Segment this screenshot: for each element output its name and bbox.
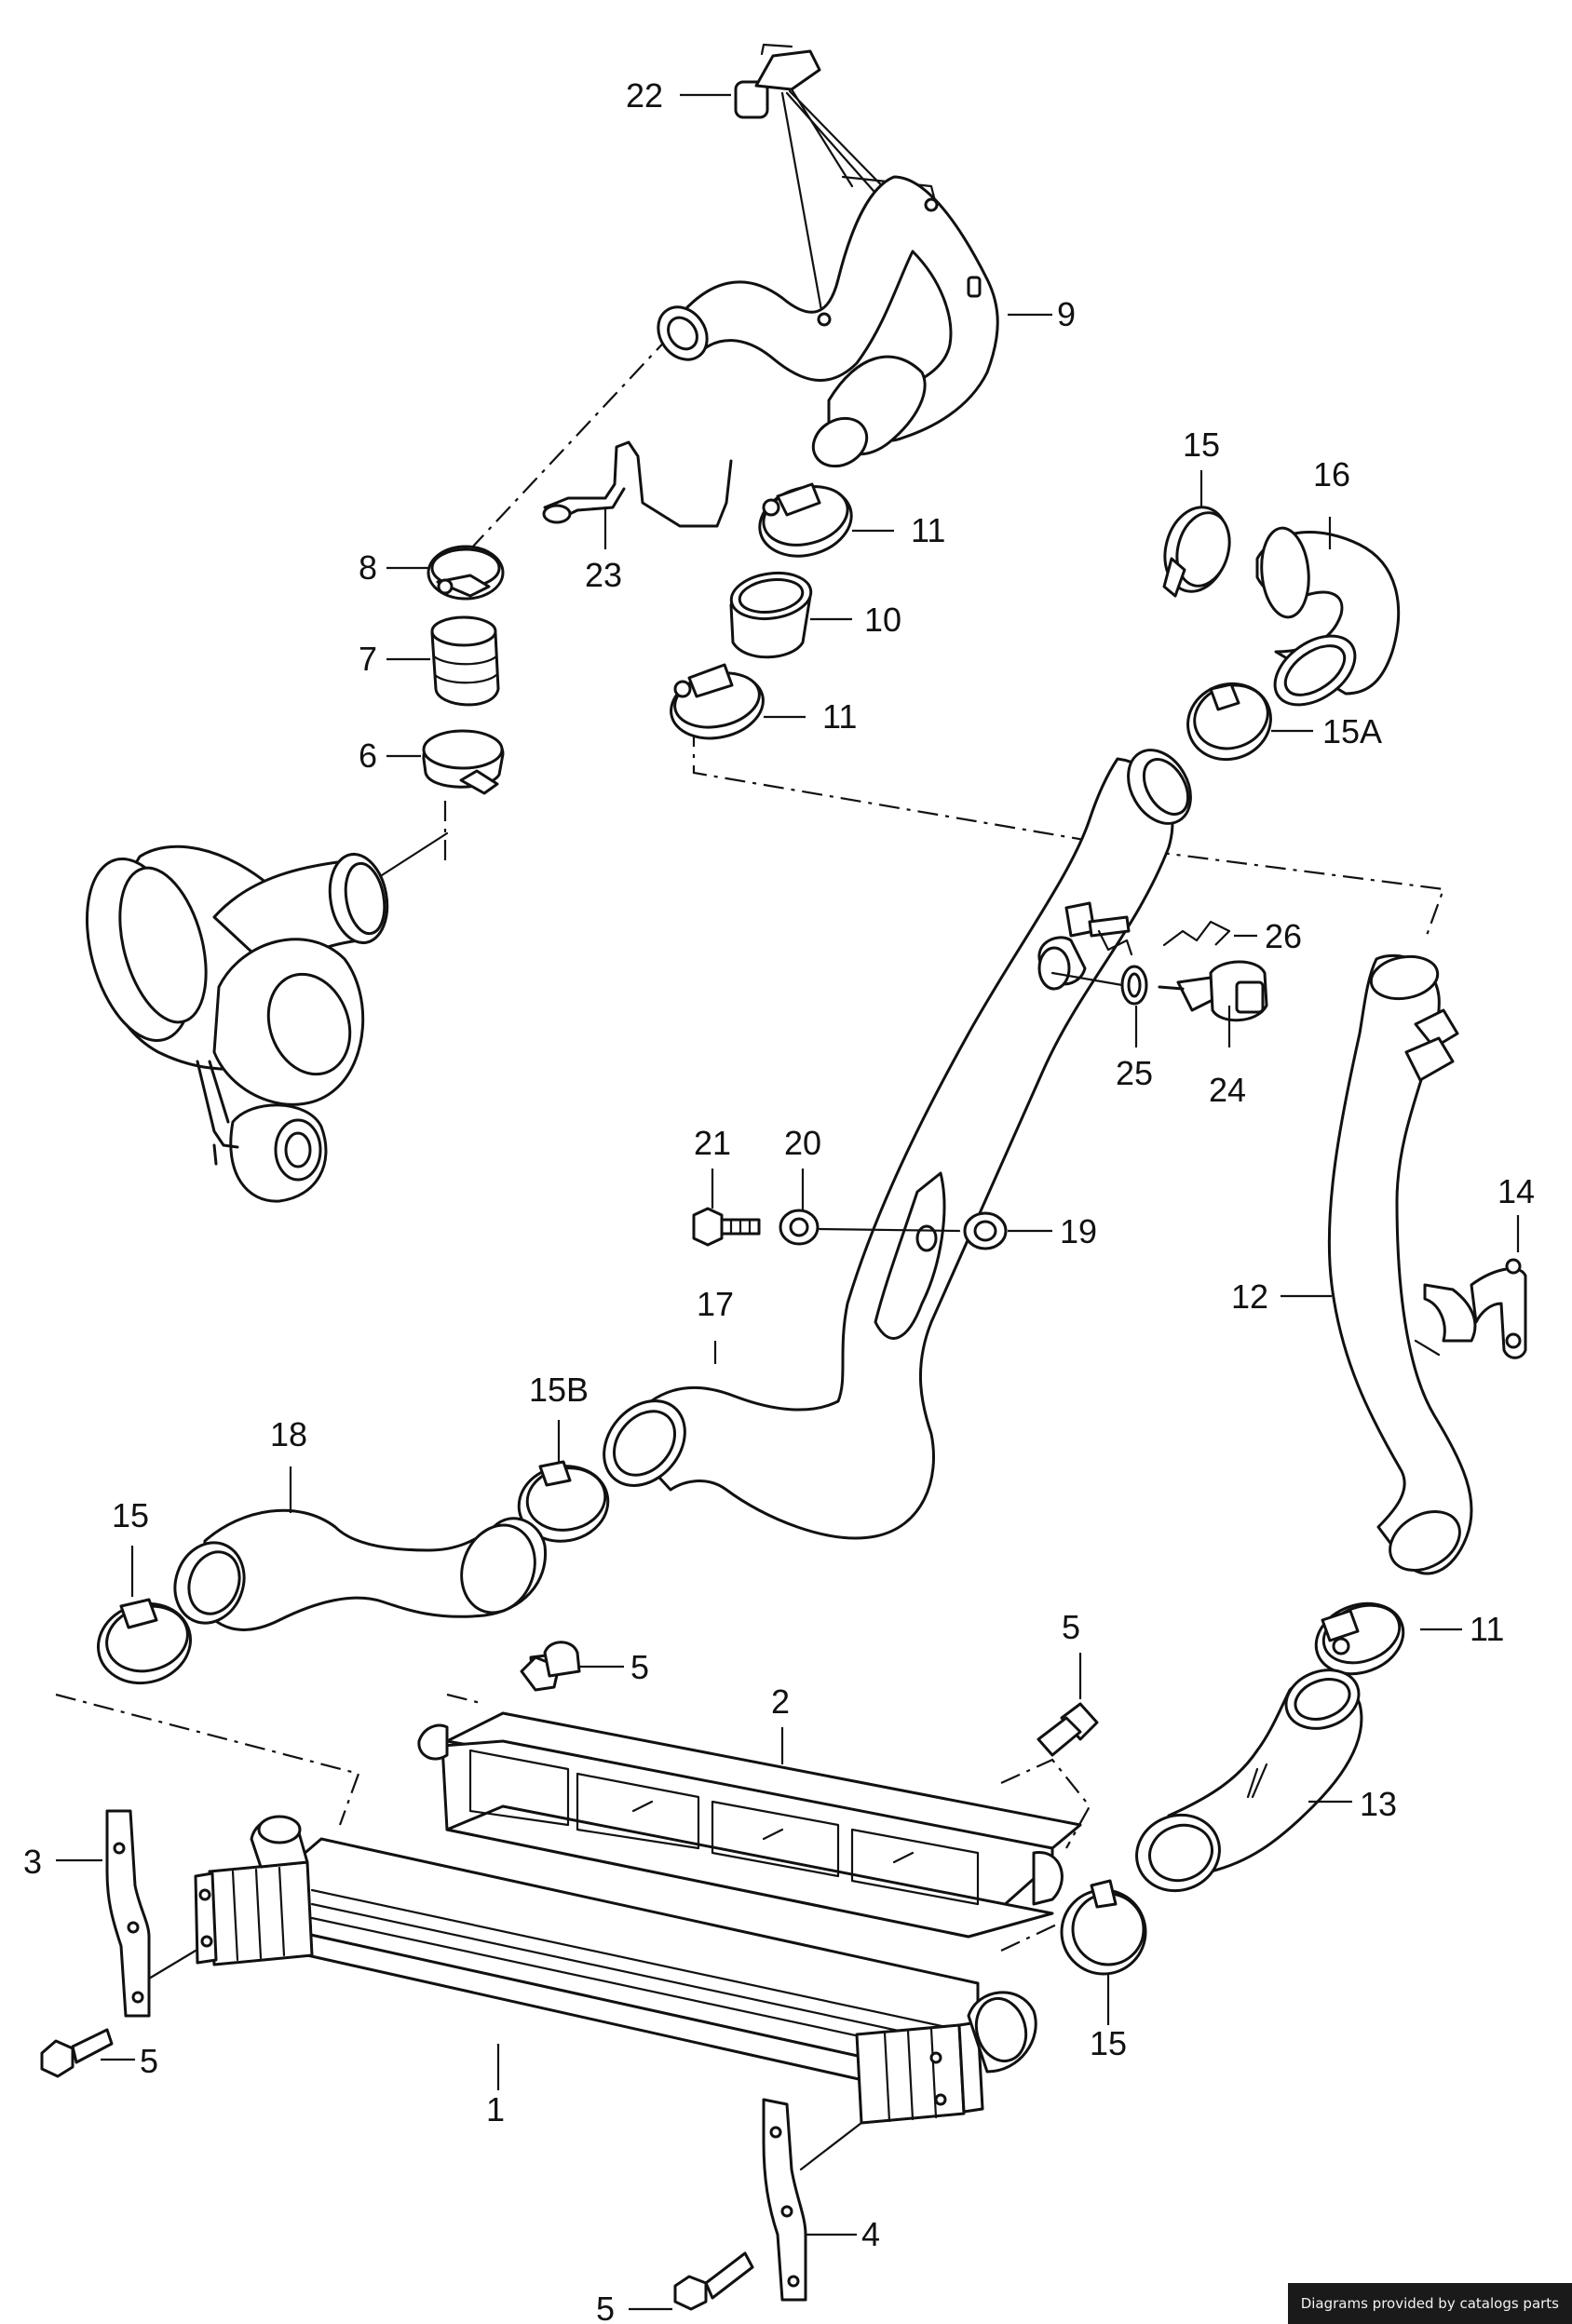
hose-clamp-6 [422,729,505,795]
bracket-14 [1414,1258,1527,1359]
hose-16 [1255,526,1400,707]
turbocharger [85,844,389,1203]
bolt-5-left [40,2028,114,2078]
hose-clamp-11-lower [1314,1601,1405,1676]
hose-clamp-15-top-right [1162,506,1231,598]
callout-14: 14 [1497,1172,1535,1210]
hose-17 [603,749,1192,1540]
callout-15B: 15B [529,1371,589,1409]
bracket-4 [762,2098,863,2302]
callout-22: 22 [626,76,663,115]
leader-wire-26 [1162,920,1231,947]
callout-labels: 22 9 8 7 6 23 11 10 11 15 16 15A 26 25 2… [23,76,1535,2324]
hose-clamp-15-lower-right [1060,1879,1147,1976]
bolt-5-right [1037,1702,1099,1757]
callout-6: 6 [359,736,377,775]
callout-15-left: 15 [112,1496,149,1534]
callout-2: 2 [771,1682,790,1721]
bolt-21 [692,1207,761,1247]
callout-11-upper: 11 [911,511,945,549]
watermark-label: Diagrams provided by catalogs parts [1287,2283,1572,2324]
callout-5-left: 5 [140,2042,158,2080]
hose-13 [1135,1669,1363,1893]
callout-20: 20 [784,1124,821,1162]
callout-16: 16 [1313,455,1350,493]
hose-clamp-15A [1186,682,1272,762]
callout-21: 21 [694,1124,731,1162]
hose-18 [173,1508,548,1631]
fastener-axis-line [818,1227,961,1233]
callout-15A: 15A [1322,712,1382,750]
callout-24: 24 [1209,1071,1246,1109]
callout-5-top: 5 [630,1648,649,1686]
callout-25: 25 [1116,1054,1153,1092]
clip-22 [734,43,821,119]
sleeve-10 [729,571,813,659]
leader-lines [56,93,1520,2311]
air-duct-2 [417,1711,1082,1939]
seal-ring-25 [1120,965,1148,1006]
callout-7: 7 [359,640,377,678]
callout-1: 1 [486,2090,505,2128]
sleeve-7 [430,615,500,707]
callout-8: 8 [359,548,377,587]
hose-clamp-8 [427,545,505,601]
callout-4: 4 [861,2215,880,2253]
hose-clamp-15B [517,1460,610,1543]
bracket-23 [542,440,733,528]
callout-9: 9 [1057,295,1076,333]
callout-15-top-right: 15 [1183,426,1220,464]
hose-clamp-11-middle [670,663,765,740]
sensor-24 [1158,960,1268,1022]
turbo-outlet-line [380,831,449,877]
grommet-19 [963,1211,1008,1250]
hose-clamp-11-upper [758,482,853,558]
callout-12: 12 [1231,1277,1268,1316]
hose-clamp-15-left [96,1598,193,1685]
bolt-5-top [520,1641,581,1692]
callout-15-lower-right: 15 [1090,2024,1127,2062]
callout-26: 26 [1265,917,1302,955]
callout-5-bottom: 5 [596,2290,615,2324]
callout-19: 19 [1060,1212,1097,1250]
sensor-axis-line [1050,971,1124,987]
hose-12 [1327,953,1473,1575]
callout-11-lower: 11 [1470,1610,1504,1648]
upper-hose-9 [657,175,999,468]
callout-23: 23 [585,556,622,594]
intercooler-1 [194,1815,1037,2125]
callout-17: 17 [697,1285,734,1323]
callout-10: 10 [864,601,901,639]
callout-18: 18 [270,1415,307,1453]
callout-5-right: 5 [1062,1608,1080,1646]
bracket-3 [105,1809,197,2018]
callout-3: 3 [23,1843,42,1881]
callout-11-middle: 11 [822,697,857,736]
callout-13: 13 [1360,1785,1397,1823]
grommet-20 [779,1209,820,1246]
bolt-5-bottom [673,2251,754,2311]
